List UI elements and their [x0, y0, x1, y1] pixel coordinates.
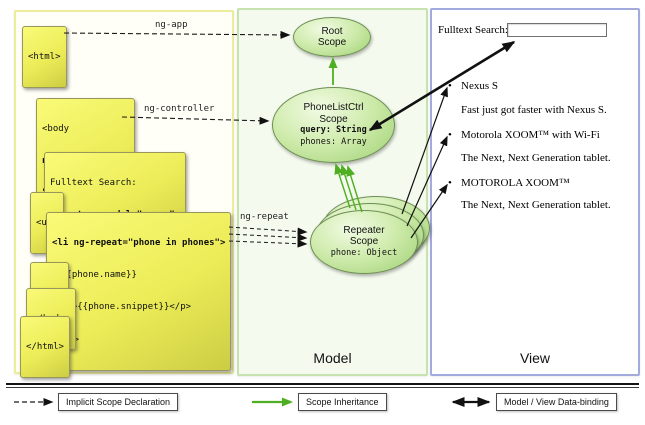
fulltext-search-label: Fulltext Search:: [438, 24, 508, 36]
ng-repeat-label: ng-repeat: [240, 212, 289, 222]
item-desc-text: The Next, Next Generation tablet.: [461, 152, 611, 164]
view-item-desc: Fast just got faster with Nexus S.: [461, 104, 607, 116]
view-item-title: • Nexus S: [448, 80, 498, 92]
view-item-title: • MOTOROLA XOOM™: [448, 177, 570, 189]
code-html-close: </html>: [20, 316, 70, 378]
phonelistctrl-scope-node: PhoneListCtrl Scope query: String phones…: [272, 87, 395, 163]
code-line: {{phone.name}}: [61, 269, 137, 280]
code-line: </html>: [26, 341, 64, 352]
bullet-icon: •: [448, 80, 452, 92]
legend-separator: [6, 383, 639, 388]
legend-scope-inheritance: Scope Inheritance: [298, 393, 387, 411]
root-scope-node: Root Scope: [293, 17, 371, 57]
code-html-open: <html>: [22, 26, 67, 88]
view-panel-label: View: [519, 350, 551, 366]
code-line: </li>: [52, 335, 225, 346]
repeater-scope-node: Repeater Scope phone: Object: [310, 210, 418, 274]
node-title: Repeater: [343, 224, 385, 236]
bullet-icon: •: [448, 129, 452, 141]
node-title: PhoneListCtrl: [303, 102, 364, 114]
legend-implicit-scope: Implicit Scope Declaration: [58, 393, 179, 411]
bullet-icon: •: [448, 177, 452, 189]
node-property: phone: Object: [330, 247, 398, 258]
item-title-text: Motorola XOOM™ with Wi-Fi: [461, 129, 600, 141]
fulltext-search-input[interactable]: [507, 23, 607, 37]
ng-app-label: ng-app: [155, 20, 188, 30]
view-item-desc: The Next, Next Generation tablet.: [461, 199, 611, 211]
code-line: <body: [42, 123, 70, 134]
view-item-title: • Motorola XOOM™ with Wi-Fi: [448, 129, 600, 141]
code-line: <li ng-repeat="phone in phones">: [52, 237, 226, 248]
view-item-desc: The Next, Next Generation tablet.: [461, 152, 611, 164]
item-desc-text: The Next, Next Generation tablet.: [461, 199, 611, 211]
node-title: Scope: [317, 37, 347, 48]
model-panel-label: Model: [313, 350, 352, 366]
view-panel: View: [430, 8, 640, 376]
item-desc-text: Fast just got faster with Nexus S.: [461, 104, 607, 116]
legend-data-binding: Model / View Data-binding: [496, 393, 617, 411]
model-panel: Model: [237, 8, 428, 376]
node-title: Root: [321, 25, 343, 37]
item-title-text: MOTOROLA XOOM™: [461, 177, 570, 189]
ng-controller-label: ng-controller: [144, 104, 215, 114]
item-title-text: Nexus S: [461, 80, 498, 92]
code-line: Fulltext Search:: [50, 177, 137, 188]
code-li-repeat: <li ng-repeat="phone in phones"> {{phone…: [46, 212, 232, 372]
node-property: query: String: [300, 125, 367, 136]
code-line: <p>{{phone.snippet}}</p>: [61, 302, 192, 313]
node-title: Scope: [319, 113, 348, 125]
node-title: Scope: [349, 236, 379, 248]
node-property: phones: Array: [300, 136, 367, 147]
code-line: <html>: [28, 51, 61, 62]
